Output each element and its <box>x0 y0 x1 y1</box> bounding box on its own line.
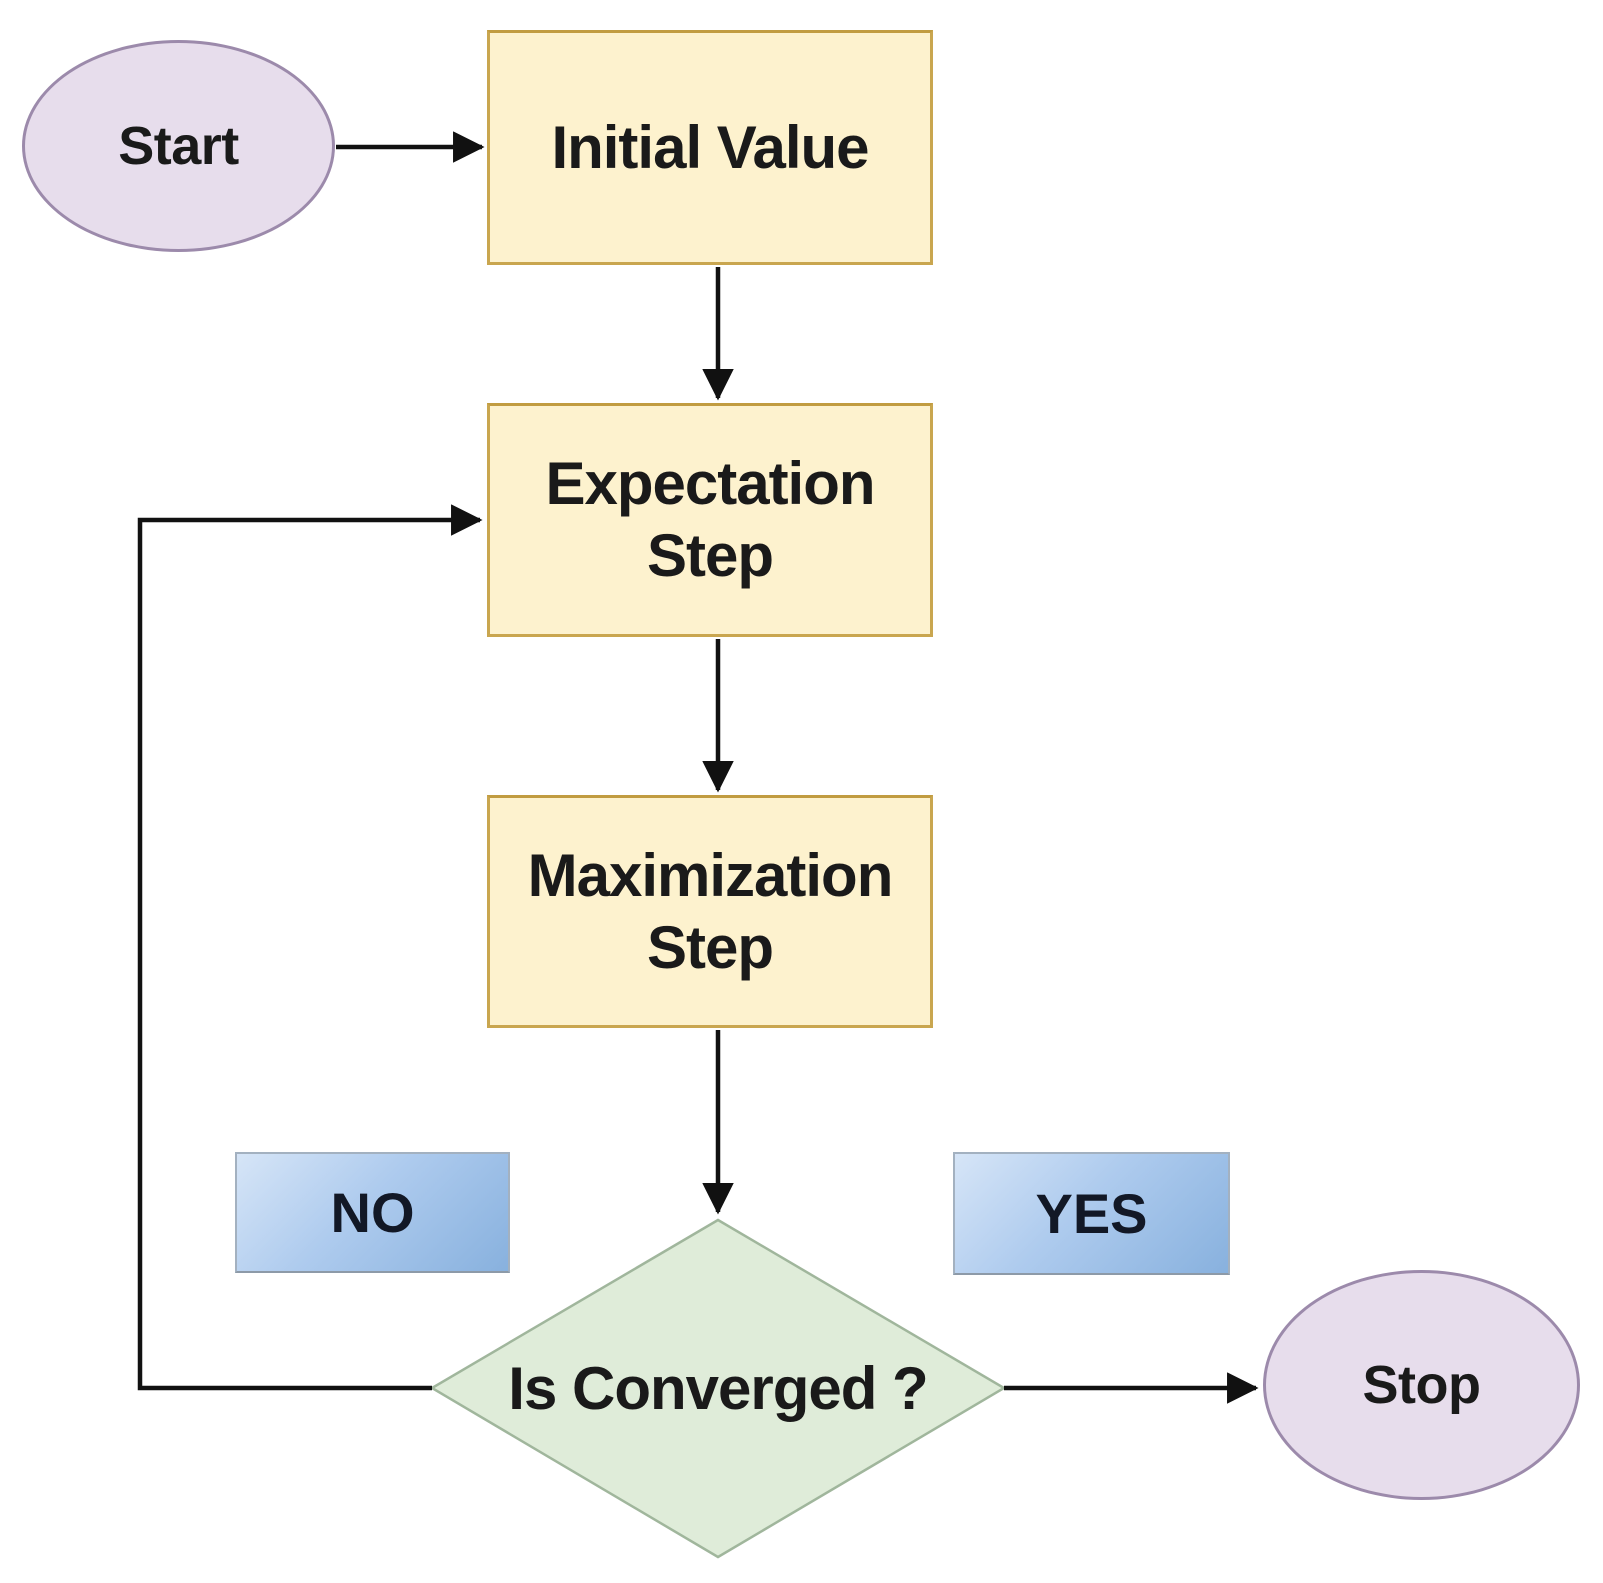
expectation-step-label-line2: Step <box>646 522 774 589</box>
yes-branch-label-box: YES <box>953 1152 1230 1275</box>
stop-node: Stop <box>1263 1270 1580 1500</box>
maximization-step-node: Maximization Step <box>487 795 933 1028</box>
decision-diamond <box>429 1218 1007 1559</box>
yes-branch-label: YES <box>1035 1182 1148 1245</box>
maximization-step-label-line1: Maximization <box>527 841 894 909</box>
arrow-decision-loop-to-expectation <box>137 504 483 1391</box>
start-label: Start <box>118 116 239 176</box>
no-branch-label-box: NO <box>235 1152 510 1273</box>
decision-label-text: Is Converged ? <box>508 1354 928 1422</box>
expectation-step-node: Expectation Step <box>487 403 933 637</box>
expectation-step-label-line1: Expectation <box>545 450 875 517</box>
stop-label: Stop <box>1362 1355 1481 1415</box>
initial-value-node: Initial Value <box>487 30 933 265</box>
no-branch-label: NO <box>330 1181 415 1244</box>
initial-value-label: Initial Value <box>551 113 869 181</box>
start-node: Start <box>22 40 335 252</box>
decision-label: Is Converged ? <box>432 1220 1004 1557</box>
maximization-step-label-line2: Step <box>646 913 774 981</box>
